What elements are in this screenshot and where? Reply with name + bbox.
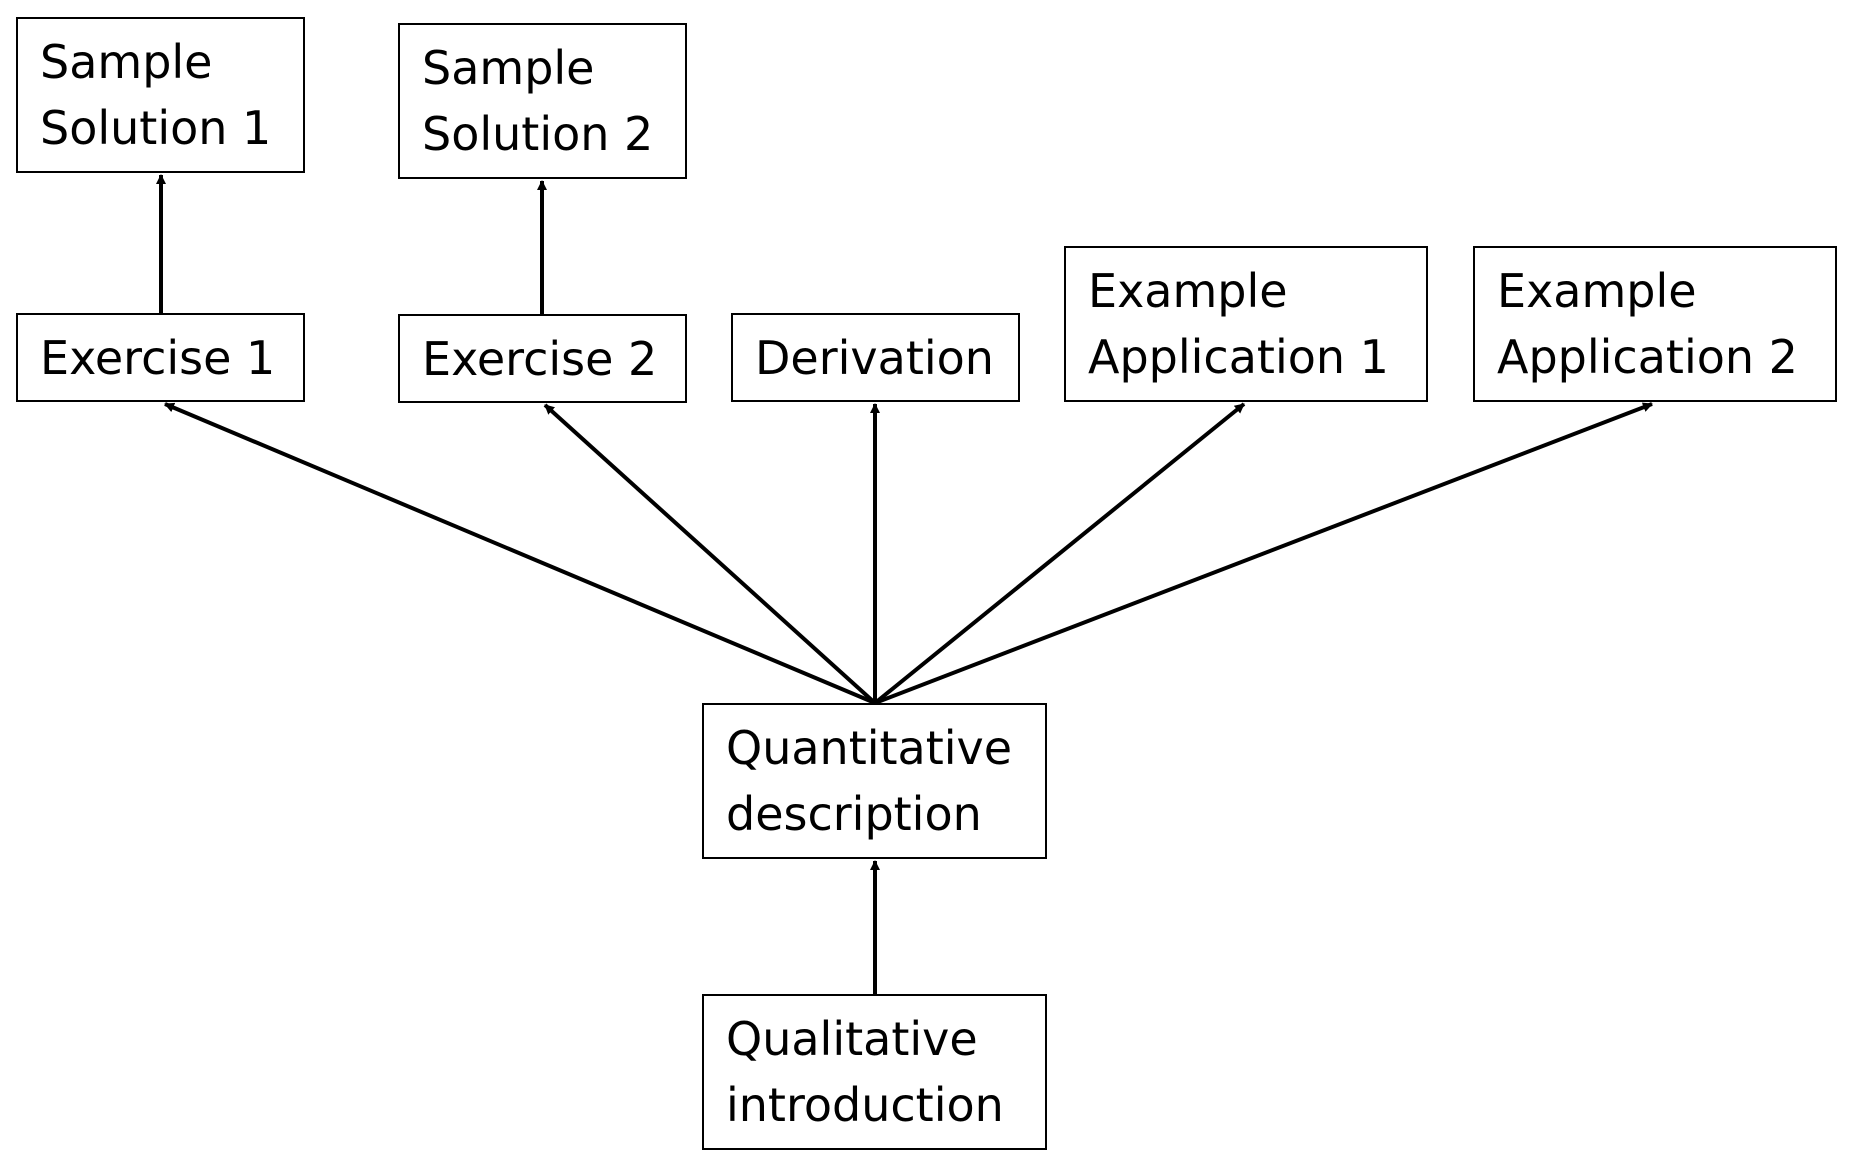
sample-solution-2-box: Sample Solution 2 [398,23,687,179]
exercise-2-label: Exercise 2 [422,331,658,386]
sample-solution-1-box: Sample Solution 1 [16,17,305,173]
exercise-1-box: Exercise 1 [16,313,305,402]
arrow-quantitative-description-to-exercise-1 [164,402,876,705]
exercise-2-box: Exercise 2 [398,314,687,403]
example-application-1-line2: Application 1 [1088,330,1389,384]
sample-solution-1-line1: Sample [40,35,213,89]
derivation-label: Derivation [755,330,994,385]
qualitative-introduction-line1: Qualitative [726,1012,978,1066]
exercise-1-label: Exercise 1 [40,330,276,385]
qualitative-introduction-box: Qualitative introduction [702,994,1047,1150]
edges [156,174,1653,994]
arrow-quantitative-description-to-exercise-2 [543,403,877,705]
example-application-2-line2: Application 2 [1497,330,1798,384]
quantitative-description-line1: Quantitative [726,721,1013,775]
quantitative-description-line2: description [726,787,982,841]
arrow-quantitative-description-to-example-application-1 [873,402,1246,705]
qualitative-introduction-line2: introduction [726,1078,1004,1132]
sample-solution-1-line2: Solution 1 [40,101,272,155]
arrow-quantitative-description-to-example-application-2 [874,402,1653,705]
derivation-box: Derivation [731,313,1020,402]
example-application-2-box: Example Application 2 [1473,246,1837,402]
example-application-1-line1: Example [1088,264,1288,318]
quantitative-description-box: Quantitative description [702,703,1047,859]
sample-solution-2-line2: Solution 2 [422,107,654,161]
example-application-2-line1: Example [1497,264,1697,318]
example-application-1-box: Example Application 1 [1064,246,1428,402]
sample-solution-2-line1: Sample [422,41,595,95]
